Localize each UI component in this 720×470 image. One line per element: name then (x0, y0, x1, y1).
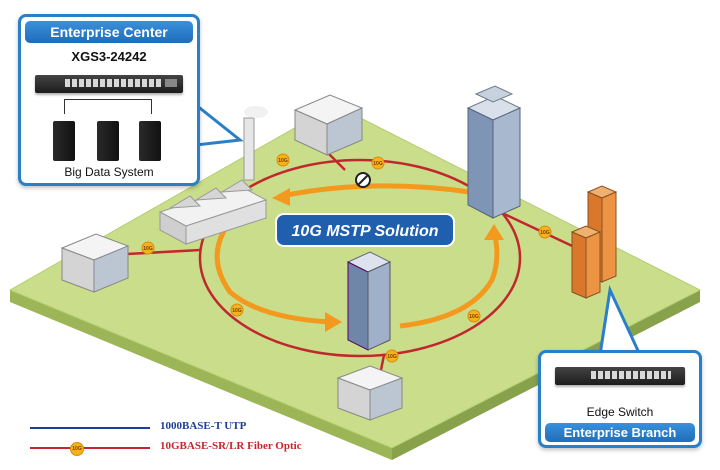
edge-switch-caption: Edge Switch (586, 405, 654, 419)
mstp-arrow-left-head (325, 312, 342, 332)
enterprise-branch-panel: Edge Switch Enterprise Branch (538, 350, 702, 448)
link-badge: 10G (141, 241, 155, 255)
office-building-top-icon (293, 94, 364, 156)
center-tower-icon (346, 251, 392, 351)
link-badges: 10G 10G 10G 10G 10G 10G 10G (141, 153, 552, 363)
svg-text:10G: 10G (387, 354, 397, 360)
svg-text:10G: 10G (232, 308, 242, 314)
solution-label: 10G MSTP Solution (292, 223, 439, 240)
legend-line-fiber (30, 447, 150, 449)
legend-label-utp: 1000BASE-T UTP (160, 420, 247, 432)
legend-item-utp: 1000BASE-T UTP (30, 418, 310, 438)
link-badge: 10G (230, 303, 244, 317)
svg-text:10G: 10G (278, 158, 288, 164)
link-badge: 10G (467, 309, 481, 323)
link-badge: 10G (385, 349, 399, 363)
office-building-bottom-icon (336, 365, 404, 421)
center-callout-pointer (194, 101, 244, 147)
ground-side (10, 290, 392, 460)
mstp-arrow-top (281, 183, 471, 199)
mstp-arrow-right (399, 235, 500, 329)
server-links (64, 99, 152, 114)
link-badge: 10G (276, 153, 290, 167)
enterprise-center-title: Enterprise Center (25, 21, 193, 43)
enterprise-branch-title: Enterprise Branch (545, 423, 695, 442)
svg-text:10G: 10G (143, 246, 153, 252)
edge-switch-icon (555, 367, 685, 385)
legend-line-utp (30, 427, 150, 429)
blocked-port-icon (355, 172, 371, 188)
svg-text:10G: 10G (540, 230, 550, 236)
fiber-ring (198, 158, 522, 358)
branch-building-icon (570, 185, 618, 299)
legend-label-fiber: 10GBASE-SR/LR Fiber Optic (160, 440, 302, 452)
big-data-caption: Big Data System (64, 165, 154, 179)
skyscraper-icon (466, 85, 522, 219)
mstp-arrow-left (214, 208, 331, 325)
mstp-arrow-right-head (484, 224, 504, 240)
enterprise-center-panel: Enterprise Center XGS3-24242 Big Data Sy… (18, 14, 200, 186)
server-icon (97, 121, 119, 161)
office-building-left-icon (60, 233, 130, 293)
svg-text:10G: 10G (469, 314, 479, 320)
server-icon (53, 121, 75, 161)
link-badge: 10G (371, 156, 385, 170)
switch-model-label: XGS3-24242 (71, 49, 147, 64)
legend: 1000BASE-T UTP 10G 10GBASE-SR/LR Fiber O… (30, 418, 310, 458)
server-icon (139, 121, 161, 161)
link-badge: 10G (538, 225, 552, 239)
svg-text:10G: 10G (373, 161, 383, 167)
core-switch-icon (35, 75, 183, 93)
mstp-arrow-top-head (272, 188, 290, 206)
factory-building-icon (158, 106, 268, 245)
solution-label-box: 10G MSTP Solution (275, 213, 455, 247)
legend-badge: 10G (70, 442, 84, 456)
legend-item-fiber: 10G 10GBASE-SR/LR Fiber Optic (30, 438, 310, 458)
